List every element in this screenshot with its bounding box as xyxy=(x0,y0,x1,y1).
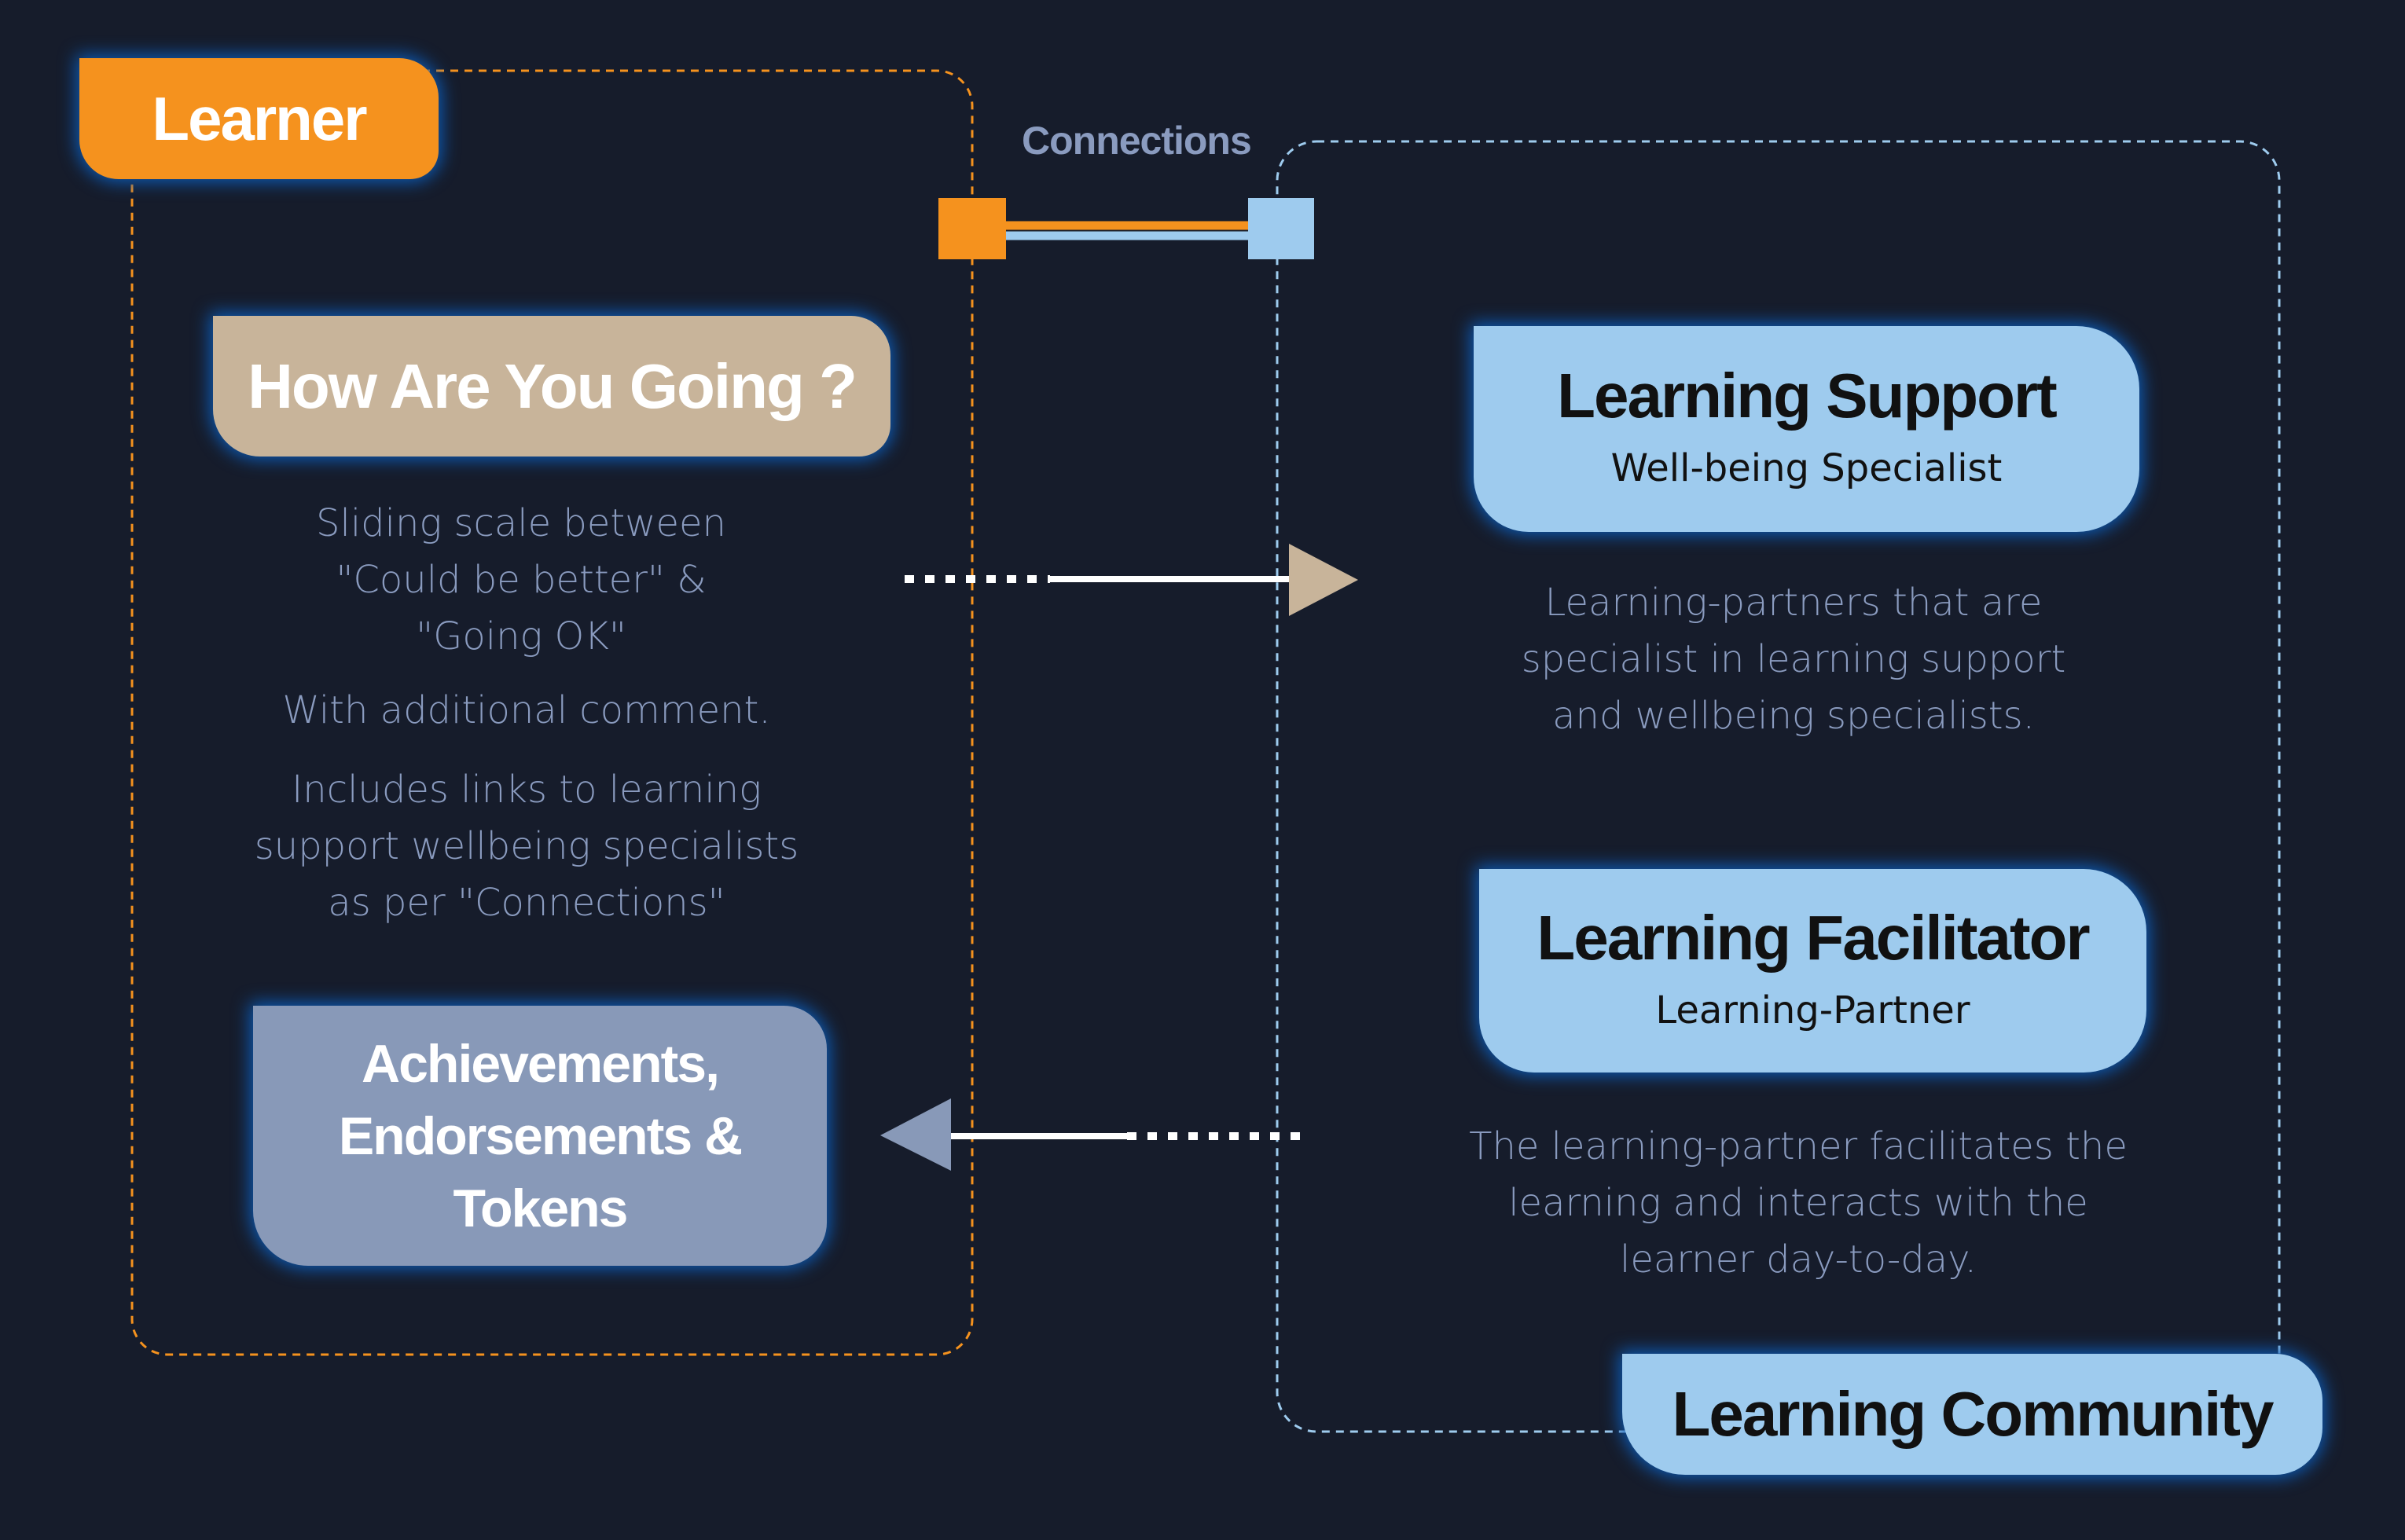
learner-connection-node xyxy=(938,198,1006,259)
arrow-left-head xyxy=(880,1098,951,1171)
how-are-you-going-title: How Are You Going ? xyxy=(248,350,857,421)
learner-group-border xyxy=(130,69,974,1356)
how-are-you-going-description: Sliding scale between "Could be better" … xyxy=(316,495,726,665)
learning-facilitator-subtitle: Learning-Partner xyxy=(1655,988,1970,1032)
learning-facilitator-title: Learning Facilitator xyxy=(1537,902,2090,973)
community-connection-node xyxy=(1248,198,1314,259)
description-line: as per "Connections" xyxy=(328,881,725,925)
learning-facilitator-description: The learning-partner facilitates the lea… xyxy=(1469,1118,2128,1288)
description-line: Learning-partners that are xyxy=(1544,581,2043,625)
achievements-box[interactable]: Achievements, Endorsements & Tokens xyxy=(253,1006,827,1266)
achievements-line: Tokens xyxy=(453,1178,628,1238)
learning-community-label: Learning Community xyxy=(1672,1379,2274,1449)
description-line: and wellbeing specialists. xyxy=(1552,694,2035,738)
how-are-you-going-box[interactable]: How Are You Going ? xyxy=(213,316,890,456)
learning-support-title: Learning Support xyxy=(1557,361,2058,431)
achievements-line: Achievements, xyxy=(362,1033,720,1094)
description-line: learning and interacts with the xyxy=(1508,1181,2088,1225)
description-line: support wellbeing specialists xyxy=(254,824,799,868)
description-line: "Going OK" xyxy=(416,614,626,658)
description-line: Sliding scale between xyxy=(316,501,726,545)
achievements-line: Endorsements & xyxy=(338,1106,743,1166)
learning-facilitator-box[interactable]: Learning Facilitator Learning-Partner xyxy=(1479,869,2146,1072)
learning-support-description: Learning-partners that are specialist in… xyxy=(1522,574,2066,744)
description-line: "Could be better" & xyxy=(336,558,707,602)
description-line: specialist in learning support xyxy=(1521,637,2066,681)
learner-box[interactable]: Learner xyxy=(79,58,439,179)
description-line: Includes links to learning xyxy=(292,768,762,812)
learner-label: Learner xyxy=(152,83,367,153)
learning-support-subtitle: Well-being Specialist xyxy=(1610,446,2003,490)
additional-comment-text: With additional comment. xyxy=(282,688,771,732)
learning-community-box[interactable]: Learning Community xyxy=(1622,1354,2322,1475)
connections-label: Connections xyxy=(1022,119,1252,163)
description-line: The learning-partner facilitates the xyxy=(1469,1124,2128,1168)
description-line: learner day-to-day. xyxy=(1620,1238,1977,1282)
arrow-right-head xyxy=(1289,544,1358,616)
links-description: Includes links to learning support wellb… xyxy=(255,761,799,931)
learning-support-box[interactable]: Learning Support Well-being Specialist xyxy=(1474,326,2139,532)
